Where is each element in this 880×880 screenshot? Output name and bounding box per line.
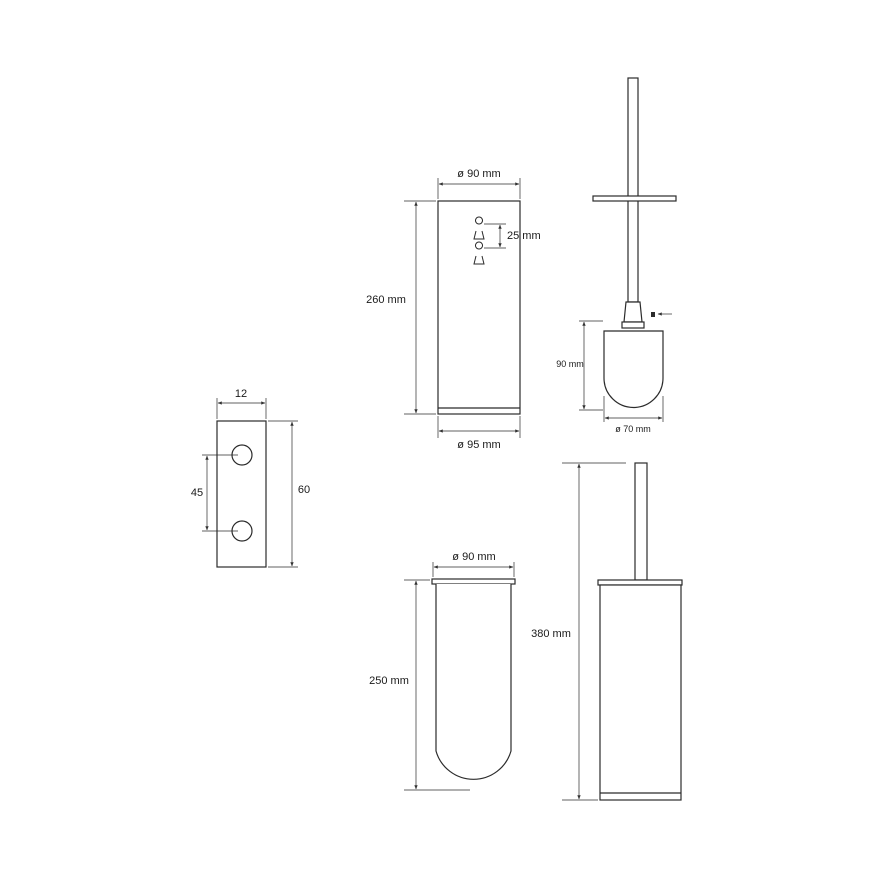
insert-body — [435, 584, 512, 780]
keyhole-spacing-label: 25 mm — [507, 230, 541, 242]
assembly-lid — [597, 579, 683, 586]
brush-view — [579, 77, 677, 422]
bracket-plate — [216, 420, 267, 568]
bracket-height-label: 60 — [298, 484, 310, 496]
keyhole-top — [473, 216, 485, 240]
holder-top-diameter-label: ø 90 mm — [457, 168, 500, 180]
brush-collar — [623, 301, 643, 323]
keyhole-bottom — [473, 241, 485, 265]
holder-height-label: 260 mm — [366, 294, 406, 306]
insert-diameter-label: ø 90 mm — [452, 551, 495, 563]
assembly-height-label: 380 mm — [531, 628, 571, 640]
assembly-handle — [634, 462, 648, 581]
wall-bracket-view — [202, 398, 298, 568]
bracket-hole-spacing-label: 45 — [191, 487, 203, 499]
insert-rim — [431, 578, 516, 585]
brush-head-height-label: 90 mm — [556, 359, 584, 369]
brush-head-diameter-label: ø 70 mm — [615, 424, 651, 434]
holder-bottom-diameter-label: ø 95 mm — [457, 439, 500, 451]
brush-handle — [627, 77, 639, 303]
insert-height-label: 250 mm — [369, 675, 409, 687]
brush-ferrule — [621, 321, 645, 329]
assembly-view — [562, 462, 683, 801]
assembly-body — [599, 584, 682, 801]
bracket-width-label: 12 — [235, 388, 247, 400]
holder-front-view — [404, 178, 521, 438]
brush-lid — [592, 195, 677, 202]
insert-view — [404, 562, 516, 791]
brush-head — [603, 330, 664, 409]
holder-body — [437, 200, 521, 415]
